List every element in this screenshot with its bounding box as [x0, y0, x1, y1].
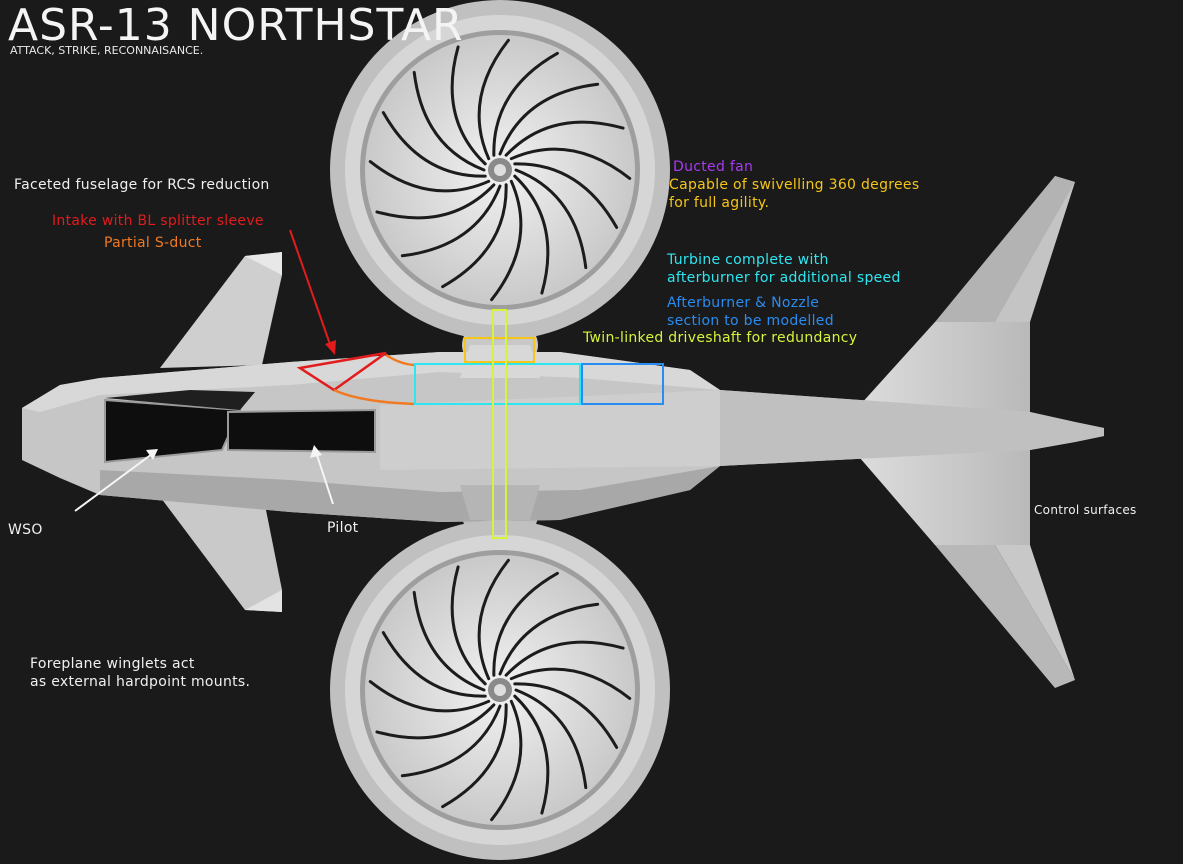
fan-blade: [412, 590, 486, 692]
driveshaft-box: [492, 309, 507, 539]
tail-fin-upper: [860, 176, 1075, 415]
fan-blade: [513, 694, 550, 815]
ducted-fan-upper: [330, 0, 670, 340]
fan-blade: [504, 120, 625, 157]
fan-blade: [441, 183, 508, 289]
fan-mount-lower: [460, 485, 540, 520]
fan-blade: [400, 184, 502, 258]
fan-blade: [513, 682, 619, 749]
label-faceted-fuselage: Faceted fuselage for RCS reduction: [14, 177, 270, 193]
label-swivel-line2: for full agility.: [669, 195, 770, 211]
label-wso: WSO: [8, 522, 43, 538]
fan-blade: [400, 704, 502, 778]
label-turbine: Turbine complete with afterburner for ad…: [667, 251, 901, 287]
label-sduct: Partial S-duct: [104, 235, 202, 251]
label-afterburner-line1: Afterburner & Nozzle: [667, 295, 820, 311]
fan-blade: [514, 688, 588, 790]
swivel-box: [464, 337, 535, 363]
fan-blade: [509, 667, 632, 700]
label-swivel-line1: Capable of swivelling 360 degrees: [669, 177, 920, 193]
fan-blade: [514, 168, 588, 270]
label-turbine-line1: Turbine complete with: [667, 252, 829, 268]
label-foreplane-line2: as external hardpoint mounts.: [30, 674, 251, 690]
intake-outline: [296, 351, 387, 392]
fan-blade: [375, 703, 496, 740]
label-intake: Intake with BL splitter sleeve: [52, 213, 264, 229]
label-foreplane: Foreplane winglets act as external hardp…: [30, 655, 250, 691]
canopy-wso: [104, 398, 242, 464]
fan-blade: [492, 571, 559, 677]
fan-blade: [498, 602, 600, 676]
foreplane-winglet-upper: [160, 252, 282, 368]
afterburner-box: [581, 363, 664, 405]
label-afterburner: Afterburner & Nozzle section to be model…: [667, 294, 834, 330]
fan-blade: [368, 160, 491, 193]
turbine-box: [414, 363, 581, 405]
fan-blade: [381, 111, 487, 178]
fan-blade: [490, 179, 523, 302]
ducted-fan-lower: [330, 520, 670, 860]
fan-blade: [477, 558, 510, 681]
fan-blade: [504, 640, 625, 677]
label-turbine-line2: afterburner for additional speed: [667, 270, 901, 286]
fan-blade: [450, 45, 487, 166]
fan-blade: [513, 162, 619, 229]
intake-arrow: [289, 229, 336, 355]
tail-fin-lower: [860, 448, 1075, 688]
label-driveshaft: Twin-linked driveshaft for redundancy: [583, 330, 858, 346]
fan-blade: [477, 38, 510, 161]
label-swivel: Capable of swivelling 360 degrees for fu…: [669, 176, 919, 212]
fuselage: [22, 352, 1104, 522]
fan-blade: [381, 631, 487, 698]
sduct-outline: [333, 353, 415, 406]
fan-blade: [450, 565, 487, 686]
label-afterburner-line2: section to be modelled: [667, 313, 834, 329]
fan-blade: [375, 183, 496, 220]
canopy-frame-top: [105, 390, 255, 410]
foreplane-winglet-lower: [155, 490, 282, 612]
canopy-pilot: [227, 408, 376, 454]
label-foreplane-line1: Foreplane winglets act: [30, 656, 195, 672]
label-control-surfaces: Control surfaces: [1034, 503, 1137, 517]
fan-blade: [368, 680, 491, 713]
page-subtitle: ATTACK, STRIKE, RECONNAISANCE.: [10, 44, 204, 57]
fan-blade: [492, 51, 559, 157]
fan-blade: [412, 70, 486, 172]
fan-blade: [490, 699, 523, 822]
fan-blade: [441, 703, 508, 809]
pilot-arrow: [310, 445, 334, 505]
fan-blade: [513, 174, 550, 295]
label-ducted-fan: Ducted fan: [673, 159, 754, 175]
fan-blade: [498, 82, 600, 156]
fan-blade: [509, 147, 632, 180]
page-title: ASR-13 NORTHSTAR: [8, 0, 464, 51]
label-pilot: Pilot: [327, 520, 359, 536]
wso-arrow: [74, 449, 158, 512]
